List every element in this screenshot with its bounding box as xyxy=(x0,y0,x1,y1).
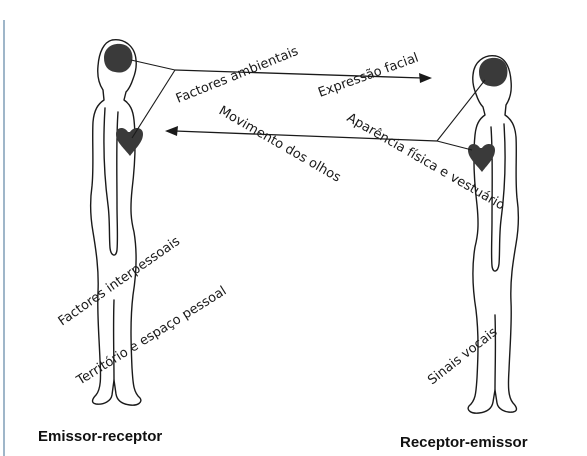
right-connectors xyxy=(437,80,485,150)
left-heart-icon xyxy=(116,128,143,156)
label-factores-interpessoais: Factores interpessoais xyxy=(56,234,183,329)
label-sinais-vocais: Sinais vocais xyxy=(425,325,500,389)
right-heart-icon xyxy=(468,144,495,172)
caption-emissor-receptor: Emissor-receptor xyxy=(38,428,162,445)
label-movimento-olhos: Movimento dos olhos xyxy=(216,103,343,185)
caption-receptor-emissor: Receptor-emissor xyxy=(400,434,528,451)
right-figure-body xyxy=(468,56,518,413)
left-figure-arm xyxy=(104,108,118,255)
left-brain-icon xyxy=(104,44,133,73)
right-figure xyxy=(468,56,518,413)
left-connectors xyxy=(131,60,175,138)
label-factores-ambientais: Factores ambientais xyxy=(174,44,301,107)
